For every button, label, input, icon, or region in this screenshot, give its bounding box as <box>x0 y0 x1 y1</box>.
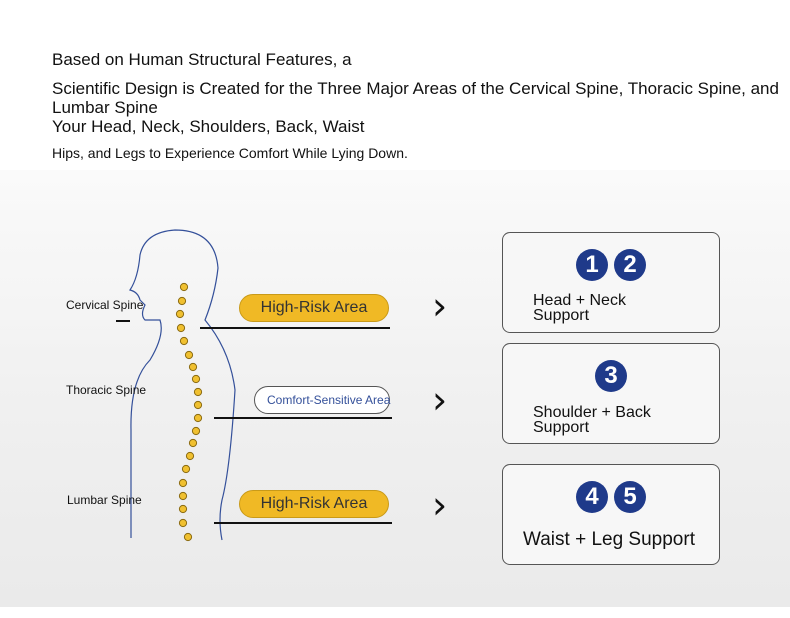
heading-line-2: Scientific Design is Created for the Thr… <box>52 79 779 117</box>
number-badge: 4 <box>576 481 608 513</box>
thoracic-line <box>214 417 392 419</box>
vertebra <box>188 438 198 448</box>
number-badge: 5 <box>614 481 646 513</box>
number-badge: 1 <box>576 249 608 281</box>
vertebra <box>193 400 203 410</box>
chevron-right-icon: › <box>432 483 448 527</box>
vertebra <box>179 336 189 346</box>
support-text: Head + Neck <box>533 292 626 309</box>
cervical-spine-label: Cervical Spine <box>66 298 144 312</box>
number-badge: 3 <box>595 360 627 392</box>
vertebra <box>179 282 189 292</box>
support-text: Support <box>533 307 590 324</box>
vertebra <box>181 464 191 474</box>
heading-line-1: Based on Human Structural Features, a <box>52 50 352 69</box>
vertebra <box>188 362 198 372</box>
vertebra <box>191 426 201 436</box>
high-risk-area-badge: High-Risk Area <box>239 490 389 518</box>
vertebra <box>193 413 203 423</box>
vertebra <box>193 387 203 397</box>
lumbar-spine-label: Lumbar Spine <box>67 493 142 507</box>
vertebra <box>183 532 193 542</box>
vertebra <box>178 518 188 528</box>
vertebra <box>178 478 188 488</box>
vertebra <box>177 296 187 306</box>
vertebra <box>175 309 185 319</box>
chevron-right-icon: › <box>432 284 448 328</box>
high-risk-area-badge: High-Risk Area <box>239 294 389 322</box>
thoracic-spine-label: Thoracic Spine <box>66 383 147 397</box>
heading-line-3: Your Head, Neck, Shoulders, Back, Waist <box>52 117 365 136</box>
support-text: Waist + Leg Support <box>523 529 695 550</box>
support-text: Shoulder + Back <box>533 404 651 421</box>
vertebra <box>184 350 194 360</box>
heading-line-4: Hips, and Legs to Experience Comfort Whi… <box>52 145 408 161</box>
number-badge: 2 <box>614 249 646 281</box>
lumbar-line <box>214 522 392 524</box>
heading-block: Scientific Design is Created for the Thr… <box>52 79 782 136</box>
cervical-line <box>200 327 390 329</box>
chevron-right-icon: › <box>432 378 448 422</box>
vertebra <box>178 491 188 501</box>
support-text: Support <box>533 419 590 436</box>
spine-vertebrae <box>175 282 203 542</box>
vertebra <box>176 323 186 333</box>
cervical-tick <box>116 320 130 322</box>
comfort-sensitive-area-badge: Comfort-Sensitive Area <box>254 386 390 414</box>
vertebra <box>178 504 188 514</box>
vertebra <box>191 374 201 384</box>
vertebra <box>185 451 195 461</box>
